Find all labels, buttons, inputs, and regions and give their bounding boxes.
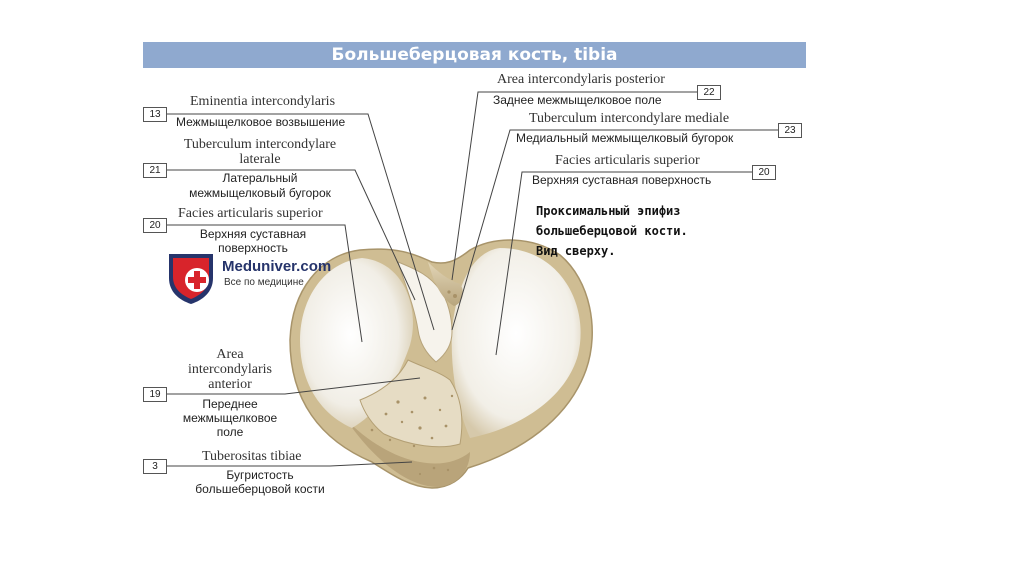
label-latin-area-anterior: Area <box>216 347 244 362</box>
caption-line: Вид сверху. <box>536 244 616 258</box>
label-latin-area-anterior-3: anterior <box>208 377 252 392</box>
label-russian-facies-left: Верхняя суставная <box>199 227 307 241</box>
caption-line: Проксимальный эпифиз <box>536 204 681 218</box>
label-russian-area-anterior: Переднее <box>202 397 258 411</box>
label-russian-area-anterior-2: межмыщелковое <box>182 411 278 425</box>
lateral-articular-surface <box>300 258 413 428</box>
label-russian-area-anterior-3: поле <box>216 425 244 439</box>
title-bar: Большеберцовая кость, tibia <box>143 42 806 68</box>
label-latin-tuberculum-laterale-2: laterale <box>239 152 281 167</box>
meduniver-logo-shield-icon <box>169 254 213 304</box>
logo-name: Meduniver.com <box>222 258 332 275</box>
medial-articular-surface <box>451 248 581 438</box>
label-latin-area-anterior-2: intercondylaris <box>188 362 272 377</box>
label-russian-eminentia: Межмыщелковое возвышение <box>176 115 346 129</box>
label-russian-tuberculum-laterale: Латеральный <box>222 171 298 185</box>
label-number-21: 21 <box>143 163 167 178</box>
label-russian-tuberositas: Бугристость <box>226 468 294 482</box>
page-title: Большеберцовая кость, tibia <box>331 45 618 65</box>
label-russian-tuberculum-laterale-2: межмыщелковый бугорок <box>189 186 331 200</box>
label-russian-facies-left-2: поверхность <box>218 241 288 255</box>
label-latin-tuberculum-mediale: Tuberculum intercondylare mediale <box>529 111 730 126</box>
label-number-19: 19 <box>143 387 167 402</box>
label-latin-facies-right: Facies articularis superior <box>555 153 700 168</box>
label-latin-tuberculum-laterale: Tuberculum intercondylare <box>183 137 337 152</box>
label-number-20-left: 20 <box>143 218 167 233</box>
label-russian-area-posterior: Заднее межмыщелковое поле <box>493 93 662 107</box>
label-latin-facies-left: Facies articularis superior <box>178 206 323 221</box>
label-number-13: 13 <box>143 107 167 122</box>
label-latin-eminentia: Eminentia intercondylaris <box>190 94 336 109</box>
label-number-22: 22 <box>697 85 721 100</box>
label-number-23: 23 <box>778 123 802 138</box>
label-number-3: 3 <box>143 459 167 474</box>
label-number-20-right: 20 <box>752 165 776 180</box>
label-latin-tuberositas: Tuberositas tibiae <box>202 449 302 464</box>
label-russian-tuberositas-2: большеберцовой кости <box>195 482 325 496</box>
label-latin-area-posterior: Area intercondylaris posterior <box>497 72 665 87</box>
label-russian-facies-right: Верхняя суставная поверхность <box>532 173 712 187</box>
anterior-intercondylar-area <box>359 359 463 448</box>
figure-caption: Проксимальный эпифиз большеберцовой кост… <box>536 201 688 261</box>
label-russian-tuberculum-mediale: Медиальный межмыщелковый бугорок <box>516 131 734 145</box>
logo-tagline: Все по медицине <box>224 277 304 288</box>
caption-line: большеберцовой кости. <box>536 224 688 238</box>
leader-lines <box>166 91 778 467</box>
bone-texture <box>370 290 457 476</box>
tuberosity-region <box>345 418 470 487</box>
